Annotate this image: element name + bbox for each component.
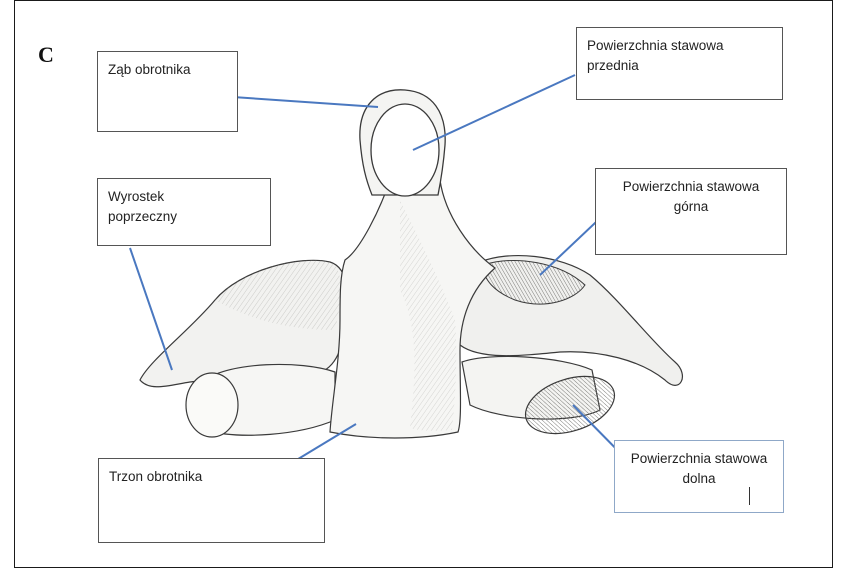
left-inferior-facet-end bbox=[186, 373, 238, 437]
label-inferior-facet-text: Powierzchnia stawowa dolna bbox=[625, 449, 773, 489]
label-anterior-facet-text: Powierzchnia stawowa przednia bbox=[587, 36, 772, 76]
label-transverse-process-text: Wyrostek poprzeczny bbox=[108, 187, 260, 227]
label-dens-text: Ząb obrotnika bbox=[108, 60, 227, 80]
label-superior-facet: Powierzchnia stawowa górna bbox=[595, 168, 787, 255]
leader-line-transverse-process bbox=[130, 248, 172, 370]
anterior-articular-facet-shape bbox=[371, 104, 439, 196]
label-superior-facet-text: Powierzchnia stawowa górna bbox=[606, 177, 776, 217]
label-dens: Ząb obrotnika bbox=[97, 51, 238, 132]
label-anterior-facet: Powierzchnia stawowa przednia bbox=[576, 27, 783, 100]
label-transverse-process: Wyrostek poprzeczny bbox=[97, 178, 271, 246]
label-body-text: Trzon obrotnika bbox=[109, 467, 314, 487]
leader-line-dens bbox=[218, 96, 378, 107]
label-body: Trzon obrotnika bbox=[98, 458, 325, 543]
label-inferior-facet: Powierzchnia stawowa dolna bbox=[614, 440, 784, 513]
text-cursor bbox=[749, 487, 750, 505]
